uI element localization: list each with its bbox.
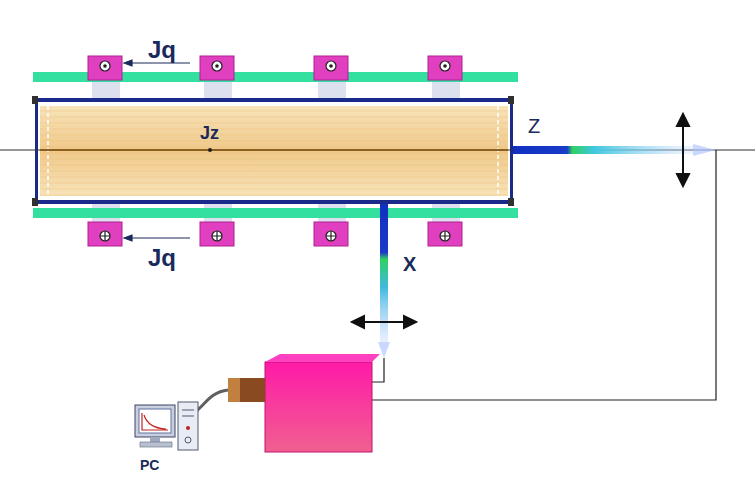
current-label: Jq [148, 38, 176, 62]
axis-label: Z [528, 116, 540, 136]
current-label: Jq [148, 246, 176, 270]
current-label: Jz [200, 124, 219, 142]
axis-label: X [403, 254, 416, 274]
computer-label: PC [140, 458, 159, 472]
